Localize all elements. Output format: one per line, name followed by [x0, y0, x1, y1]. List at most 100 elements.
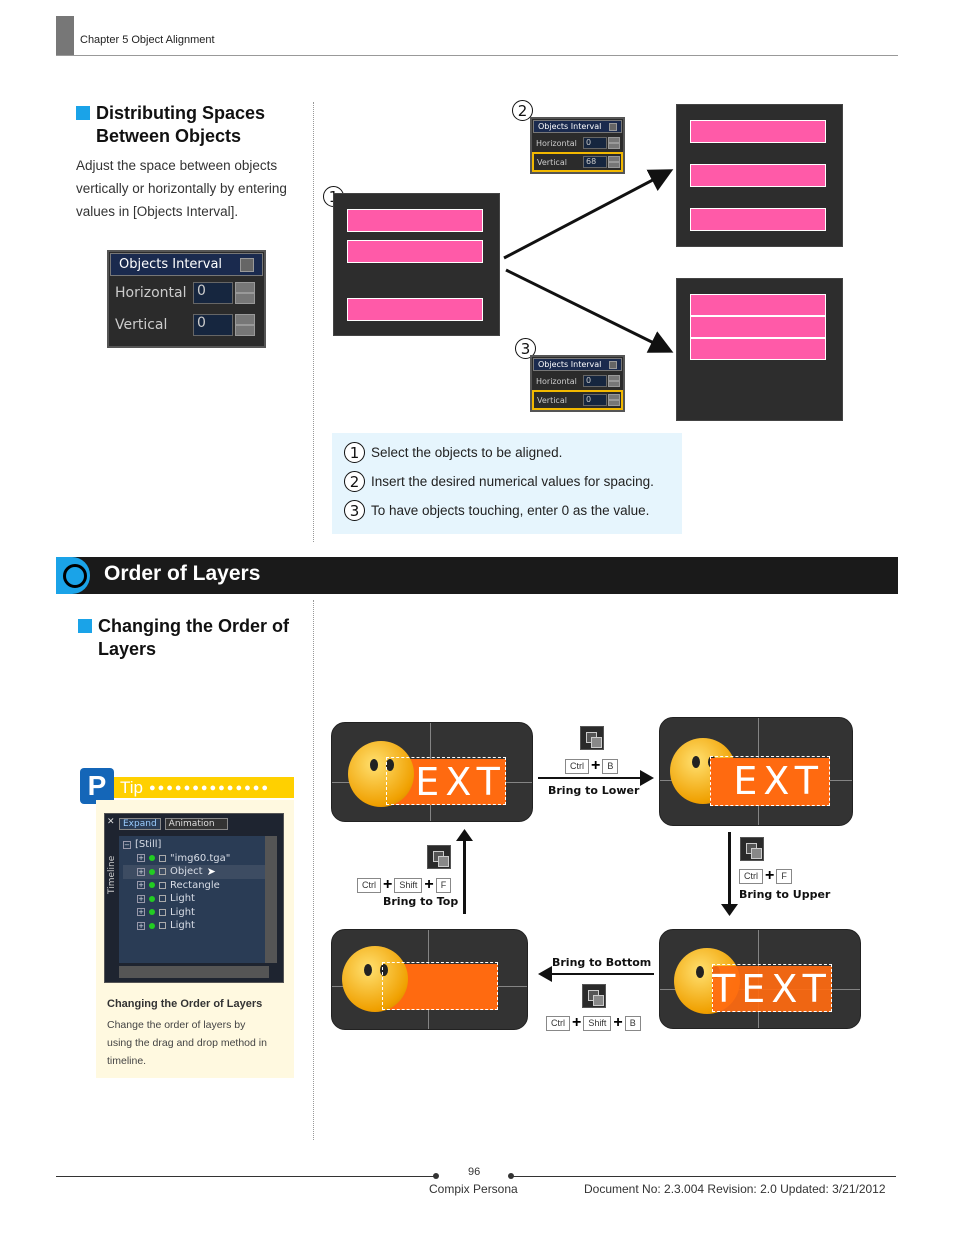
persona-logo-icon: P — [80, 768, 114, 804]
tip-dots: ●●●●●●●●●●●●●● — [149, 781, 271, 794]
objects-interval-dialog-large: Objects Interval Horizontal 0 Vertical 0 — [107, 250, 266, 348]
pink-bar — [690, 338, 826, 360]
footer-rule-left — [56, 1176, 436, 1177]
dialog-title-bar: Objects Interval — [110, 253, 263, 276]
objects-interval-dialog-top: Objects Interval Horizontal 0 Vertical 6… — [530, 117, 625, 174]
tab-animation[interactable]: Animation — [164, 818, 228, 830]
chapter-title: Chapter 5 Object Alignment — [80, 34, 215, 46]
tip-header: Tip ●●●●●●●●●●●●●● — [114, 777, 294, 798]
horizontal-row: Horizontal 0 — [109, 277, 264, 309]
panel-close-icon[interactable]: ✕ — [107, 816, 115, 826]
footer-document-info: Document No: 2.3.004 Revision: 2.0 Updat… — [584, 1182, 886, 1196]
vertical-input[interactable]: 0 — [583, 394, 607, 406]
vertical-input[interactable]: 68 — [583, 156, 607, 168]
vertical-scrollbar[interactable] — [265, 836, 277, 963]
spinner[interactable] — [608, 375, 620, 387]
pink-bar[interactable] — [347, 240, 483, 263]
icon-bring-to-lower[interactable] — [580, 726, 604, 755]
dialog-close-icon[interactable] — [609, 360, 617, 369]
spinner[interactable] — [608, 394, 620, 406]
text-layer: EXT — [710, 758, 830, 806]
selection-box[interactable] — [386, 757, 506, 805]
pink-bar — [690, 120, 826, 143]
shortcut-bring-to-top: Ctrl+Shift+F — [357, 876, 452, 894]
marker-2: 2 — [512, 100, 533, 121]
vertical-spinner[interactable] — [235, 314, 255, 336]
tree-item[interactable]: +Rectangle — [137, 879, 220, 891]
horizontal-input[interactable]: 0 — [583, 137, 607, 149]
selection-box[interactable] — [382, 962, 498, 1010]
footer-product: Compix Persona — [429, 1182, 518, 1196]
tree-item[interactable]: +"img60.tga" — [137, 852, 231, 864]
horizontal-input[interactable]: 0 — [583, 375, 607, 387]
spinner[interactable] — [608, 156, 620, 168]
footer-rule-right — [512, 1176, 896, 1177]
horizontal-input[interactable]: 0 — [193, 282, 233, 304]
layer-panel-original: TEXT — [331, 722, 533, 822]
pink-bar — [690, 316, 826, 338]
lock-icon — [159, 908, 166, 916]
square-bullet-icon — [78, 619, 92, 633]
shortcut-bring-to-lower: Ctrl+B — [565, 757, 619, 775]
cursor-icon: ➤ — [206, 865, 216, 879]
dialog-close-icon[interactable] — [240, 257, 254, 272]
arrow-left — [550, 973, 654, 975]
vertical-input[interactable]: 0 — [193, 314, 233, 336]
bring-to-top-icon — [427, 845, 451, 869]
tree-item[interactable]: +Light — [137, 893, 195, 905]
pink-bar — [690, 208, 826, 231]
smiley-image — [348, 741, 414, 807]
arrow-right — [538, 777, 644, 779]
text-layer: TEXT — [712, 966, 832, 1012]
header-block — [56, 16, 74, 56]
smiley-image — [342, 946, 408, 1012]
pink-bar — [690, 294, 826, 316]
tree-item-selected[interactable]: +Object➤ — [123, 865, 265, 879]
spinner[interactable] — [608, 137, 620, 149]
objects-interval-dialog-bottom: Objects Interval Horizontal 0 Vertical 0 — [530, 355, 625, 412]
icon-bring-to-upper[interactable] — [740, 837, 764, 866]
tree-item[interactable]: +Light — [137, 906, 195, 918]
square-bullet-icon — [76, 106, 90, 120]
arrow-left-head-icon — [538, 966, 552, 982]
lock-icon — [159, 922, 166, 930]
horizontal-scrollbar[interactable] — [119, 966, 269, 978]
selection-box[interactable] — [712, 964, 832, 1012]
subheading-changing-order: Changing the Order of Layers — [78, 615, 310, 661]
icon-bring-to-bottom[interactable] — [582, 984, 606, 1013]
tab-expand[interactable]: Expand — [119, 818, 161, 830]
label-bring-to-lower: Bring to Lower — [548, 784, 640, 797]
section-title: Order of Layers — [104, 562, 261, 585]
pink-bar[interactable] — [347, 298, 483, 321]
layer-panel-bottom: TEXT — [659, 929, 861, 1029]
vertical-row-highlighted: Vertical 0 — [532, 390, 623, 410]
marker-3: 3 — [515, 338, 536, 359]
tree-item[interactable]: −[Still] — [123, 839, 162, 851]
bring-to-bottom-icon — [582, 984, 606, 1008]
pink-bar[interactable] — [347, 209, 483, 232]
dialog-close-icon[interactable] — [609, 122, 617, 131]
footer-dot — [508, 1173, 514, 1179]
label-bring-to-upper: Bring to Upper — [739, 888, 831, 901]
section-body: Adjust the space between objects vertica… — [76, 158, 287, 219]
result-panel-spaced — [676, 104, 843, 247]
pink-bar — [690, 164, 826, 187]
bring-to-lower-icon — [580, 726, 604, 750]
tip-caption-body: Change the order of layers by using the … — [107, 1019, 267, 1067]
horizontal-spinner[interactable] — [235, 282, 255, 304]
layer-panel-top — [331, 929, 528, 1030]
timeline-side-label: Timeline — [107, 855, 117, 894]
tip-caption-title: Changing the Order of Layers — [107, 998, 263, 1010]
header-rule — [56, 55, 898, 56]
source-objects-panel — [333, 193, 500, 336]
tree-item[interactable]: +Light — [137, 920, 195, 932]
vertical-row-highlighted: Vertical 68 — [532, 152, 623, 172]
selection-box[interactable] — [710, 756, 830, 806]
vertical-row: Vertical 0 — [109, 309, 264, 341]
section-bullet-icon — [63, 564, 87, 588]
icon-bring-to-top[interactable] — [427, 845, 451, 874]
shortcut-bring-to-bottom: Ctrl+Shift+B — [546, 1014, 641, 1032]
timeline-panel: ✕ Expand Animation Timeline −[Still] +"i… — [104, 813, 284, 983]
